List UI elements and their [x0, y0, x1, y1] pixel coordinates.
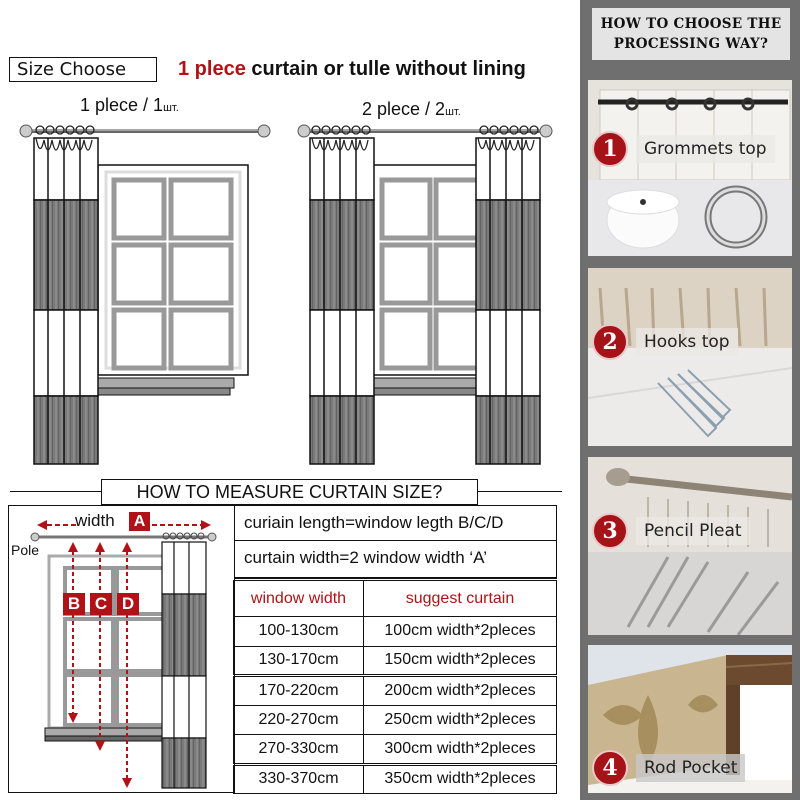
processing-way-panel: HOW TO CHOOSE THE PROCESSING WAY? 1 Grom… [580, 0, 800, 800]
formula-length: curiain length=window legth B/C/D [235, 505, 557, 541]
suggest-curtain-cell: 300cm width*2pleces [363, 734, 557, 765]
headline: 1 plece curtain or tulle without lining [178, 57, 526, 82]
option-label: Grommets top [636, 135, 775, 163]
size-choose-label: Size Choose [9, 57, 157, 82]
window-width-cell: 220-270cm [233, 704, 364, 735]
number-badge: 1 [592, 131, 628, 167]
divider-line [478, 491, 562, 492]
suggest-curtain-cell: 100cm width*2pleces [363, 616, 557, 647]
number-badge: 3 [592, 513, 628, 549]
caption-text: 2 plece / 2 [362, 99, 446, 119]
length-badge-d: D [117, 593, 139, 615]
panel-title-line: HOW TO CHOOSE THE [600, 16, 782, 32]
caption-two-piece: 2 plece / 2шт. [362, 98, 461, 123]
width-label: width [75, 511, 115, 530]
window-width-cell: 330-370cm [233, 762, 364, 794]
rod-pocket-photo [588, 645, 792, 793]
table-row: 330-370cm 350cm width*2pleces [233, 762, 557, 794]
option-card-pencil-pleat: 3 Pencil Pleat [588, 457, 792, 635]
table-row: 220-270cm 250cm width*2pleces [233, 704, 557, 735]
caption-text: 1 plece / 1 [80, 95, 164, 115]
length-badge-c: C [90, 593, 112, 615]
option-label-row: 4 Rod Pocket [592, 749, 746, 787]
option-card-rod-pocket: 4 Rod Pocket [588, 645, 792, 793]
caption-unit: шт. [445, 106, 461, 118]
number-badge: 2 [592, 324, 628, 360]
option-label: Hooks top [636, 328, 738, 356]
window-width-cell: 130-170cm [233, 645, 364, 676]
suggest-curtain-cell: 150cm width*2pleces [363, 645, 557, 676]
panel-title: HOW TO CHOOSE THE PROCESSING WAY? [592, 8, 790, 60]
window-width-cell: 170-220cm [233, 674, 364, 706]
suggest-curtain-cell: 350cm width*2pleces [363, 762, 557, 794]
measure-section-title: HOW TO MEASURE CURTAIN SIZE? [101, 479, 478, 505]
option-label-row: 1 Grommets top [592, 130, 775, 168]
option-label: Rod Pocket [636, 754, 746, 782]
option-label: Pencil Pleat [636, 517, 750, 545]
header-suggest-curtain: suggest curtain [363, 580, 557, 617]
size-table: window width suggest curtain 100-130cm 1… [233, 580, 557, 794]
divider-line [10, 491, 102, 492]
table-row: 170-220cm 200cm width*2pleces [233, 674, 557, 706]
table-row: 130-170cm 150cm width*2pleces [233, 645, 557, 676]
formula-width: curtain width=2 window width ‘A’ [235, 541, 557, 579]
caption-unit: шт. [163, 102, 179, 114]
option-label-row: 2 Hooks top [592, 323, 738, 361]
one-piece-curtain-illustration [18, 120, 280, 470]
headline-description: curtain or tulle without lining [245, 58, 526, 80]
length-badge-b: B [63, 593, 85, 615]
grommets-photo [588, 80, 792, 256]
hooks-photo [588, 268, 792, 446]
suggest-curtain-cell: 200cm width*2pleces [363, 674, 557, 706]
pole-label: Pole [11, 542, 40, 558]
window-width-cell: 100-130cm [233, 616, 364, 647]
option-label-row: 3 Pencil Pleat [592, 512, 750, 550]
headline-quantity: 1 plece [178, 58, 246, 80]
suggest-curtain-cell: 250cm width*2pleces [363, 704, 557, 735]
table-row: 270-330cm 300cm width*2pleces [233, 734, 557, 765]
table-header-row: window width suggest curtain [233, 580, 557, 617]
number-badge: 4 [592, 750, 628, 786]
table-row: 100-130cm 100cm width*2pleces [233, 616, 557, 647]
panel-title-line: PROCESSING WAY? [613, 36, 769, 52]
two-piece-curtain-illustration [296, 120, 558, 470]
option-card-hooks: 2 Hooks top [588, 268, 792, 446]
window-width-cell: 270-330cm [233, 734, 364, 765]
option-card-grommets: 1 Grommets top [588, 80, 792, 256]
width-badge-a: A [129, 512, 150, 531]
measure-diagram: width A Pole B C D [8, 505, 235, 793]
header-window-width: window width [233, 580, 364, 617]
caption-one-piece: 1 plece / 1шт. [80, 94, 179, 119]
